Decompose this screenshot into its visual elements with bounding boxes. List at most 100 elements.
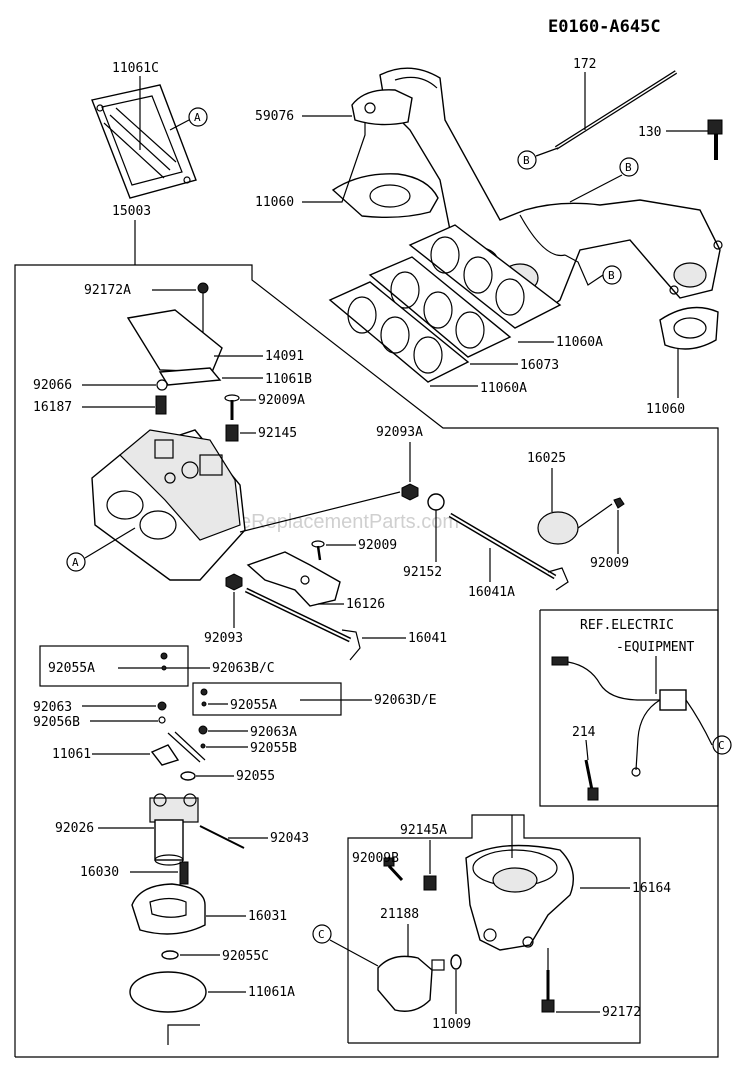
gasket-11061c <box>91 84 197 199</box>
label-16126: 16126 <box>346 597 385 612</box>
callout-c-solenoid: C <box>312 924 379 967</box>
label-21188: 21188 <box>380 907 419 922</box>
label-11009: 11009 <box>432 1017 471 1032</box>
label-92056b: 92056B <box>33 715 80 730</box>
spring-92145 <box>225 424 239 442</box>
bolt-214 <box>584 759 599 801</box>
label-59076: 59076 <box>255 109 294 124</box>
stud-bolt-172 <box>554 70 678 150</box>
label-214: 214 <box>572 725 596 740</box>
svg-text:B: B <box>523 154 530 167</box>
diagram-code: E0160-A645C <box>548 17 661 37</box>
label-172: 172 <box>573 57 596 72</box>
screw-92009-mid <box>311 540 325 561</box>
svg-text:C: C <box>318 928 325 941</box>
screw-92172a <box>197 282 209 294</box>
jet-92063 <box>157 701 167 711</box>
callout-a-top: A <box>169 107 208 131</box>
label-92026: 92026 <box>55 821 94 836</box>
label-92043: 92043 <box>270 831 309 846</box>
gasket-11061a <box>129 971 207 1013</box>
label-92066: 92066 <box>33 378 72 393</box>
watermark: eReplacementParts.com <box>240 511 459 533</box>
choke-shaft-16041a <box>448 512 569 591</box>
label-16187: 16187 <box>33 400 72 415</box>
svg-text:A: A <box>72 556 79 569</box>
o-ring-92055 <box>180 771 196 781</box>
bowl-assembly-92026 <box>149 793 199 866</box>
gasket-11061 <box>150 731 206 766</box>
cover-14091 <box>126 309 223 373</box>
o-ring-92066 <box>156 379 168 391</box>
label-16073: 16073 <box>520 358 559 373</box>
ref-note-line1: REF.ELECTRIC <box>580 618 674 633</box>
label-11060-right: 11060 <box>646 402 685 417</box>
flange-59076 <box>351 89 413 126</box>
svg-text:A: A <box>194 111 201 124</box>
nut-92093a <box>401 483 419 501</box>
nut-92093 <box>225 573 243 591</box>
label-11061: 11061 <box>52 747 91 762</box>
gasket-11060a-rear <box>408 224 562 329</box>
label-92063de: 92063D/E <box>374 693 437 708</box>
svg-text:B: B <box>608 269 615 282</box>
seal-92152 <box>427 493 445 511</box>
label-16031: 16031 <box>248 909 287 924</box>
screw-92043 <box>199 825 245 849</box>
label-16025: 16025 <box>527 451 566 466</box>
solenoid-group-box <box>347 814 641 1044</box>
insulator-16073 <box>368 256 512 358</box>
label-92055: 92055 <box>236 769 275 784</box>
spring-92145a <box>423 875 437 891</box>
jet-box-1 <box>39 645 189 687</box>
callout-b-2: B <box>569 157 639 203</box>
label-11061b: 11061B <box>265 372 312 387</box>
label-92055a-2: 92055A <box>230 698 277 713</box>
carburetor-assembly-outline <box>14 264 719 1058</box>
label-16030: 16030 <box>80 865 119 880</box>
label-92063bc: 92063B/C <box>212 661 275 676</box>
screw-92009a <box>224 394 240 420</box>
callout-b-1: B <box>517 147 559 170</box>
carburetor-body <box>91 429 246 581</box>
label-16041a: 16041A <box>468 585 515 600</box>
label-16164: 16164 <box>632 881 671 896</box>
label-92093a: 92093A <box>376 425 423 440</box>
label-92172: 92172 <box>602 1005 641 1020</box>
wire-harness <box>551 656 713 777</box>
needle-16187 <box>155 395 167 415</box>
label-92055a-1: 92055A <box>48 661 95 676</box>
bolt-130 <box>707 119 723 160</box>
choke-plate-16025 <box>537 511 579 545</box>
label-92063: 92063 <box>33 700 72 715</box>
callout-a-body: A <box>66 527 136 572</box>
label-130: 130 <box>638 125 661 140</box>
float-16031 <box>131 883 206 935</box>
callout-c-electric: C <box>712 735 732 755</box>
label-11060-top: 11060 <box>255 195 294 210</box>
pin-16030 <box>179 861 189 885</box>
label-92063a: 92063A <box>250 725 297 740</box>
label-92172a: 92172A <box>84 283 131 298</box>
label-92093: 92093 <box>204 631 243 646</box>
label-11061a: 11061A <box>248 985 295 1000</box>
label-16041: 16041 <box>408 631 447 646</box>
ref-note-line2: -EQUIPMENT <box>616 640 694 655</box>
svg-text:C: C <box>718 739 725 752</box>
label-92055b: 92055B <box>250 741 297 756</box>
jet-92063a <box>198 725 208 735</box>
label-14091: 14091 <box>265 349 304 364</box>
svg-text:B: B <box>625 161 632 174</box>
gasket-11009 <box>450 954 462 970</box>
label-11061c: 11061C <box>112 61 159 76</box>
screw-92009-right <box>613 497 625 509</box>
label-11060a-1: 11060A <box>556 335 603 350</box>
throttle-shaft-16041 <box>244 587 361 661</box>
label-92009-mid: 92009 <box>358 538 397 553</box>
gasket-11060a-front <box>328 281 470 383</box>
label-92055c: 92055C <box>222 949 269 964</box>
screw-92009b <box>383 857 404 882</box>
callout-b-3: B <box>564 254 622 286</box>
